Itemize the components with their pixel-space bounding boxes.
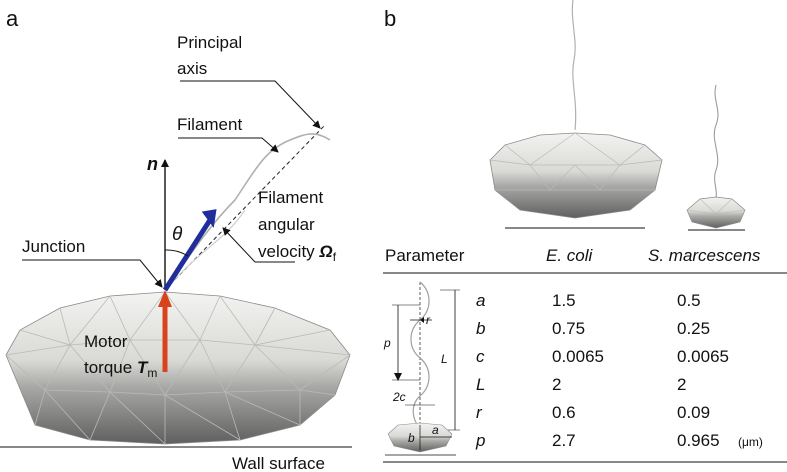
- schem-2c: 2c: [392, 390, 406, 404]
- table-row: p 2.7 0.965: [475, 431, 720, 450]
- junction-label: Junction: [22, 237, 85, 256]
- table-row: c 0.0065 0.0065: [476, 347, 729, 366]
- filament-leader: [178, 137, 279, 153]
- motor-torque-label-2: torque Tm: [84, 358, 157, 380]
- panel-a-letter: a: [6, 6, 19, 31]
- angvel-label-3: velocity Ωf: [258, 242, 337, 264]
- row-smarc: 0.965: [677, 431, 720, 450]
- panel-b-letter: b: [384, 6, 396, 31]
- row-smarc: 0.5: [677, 291, 701, 310]
- table-row: r 0.6 0.09: [476, 403, 710, 422]
- schem-b: b: [408, 431, 415, 445]
- principal-axis-leader: [180, 80, 321, 129]
- torque-arrow-head: [158, 290, 172, 307]
- velocity-arrow-shaft: [162, 218, 213, 292]
- ecoli-cell: [489, 0, 663, 219]
- schematic: r p L 2c b a: [383, 281, 460, 456]
- motor-torque-label-1: Motor: [84, 332, 128, 351]
- row-param: b: [476, 319, 485, 338]
- schem-p: p: [383, 336, 391, 350]
- row-ecoli: 0.0065: [552, 347, 604, 366]
- angvel-leader: [222, 227, 295, 263]
- velocity-arrow-head: [201, 209, 217, 228]
- angvel-label-2: angular: [258, 215, 315, 234]
- wall-surface-label: Wall surface: [232, 454, 325, 472]
- schem-r: r: [426, 313, 431, 327]
- smarc-cell: [686, 84, 746, 229]
- filament-label: Filament: [177, 115, 242, 134]
- junction-leader: [22, 259, 163, 288]
- table-row: L 2 2: [476, 375, 686, 394]
- row-ecoli: 0.75: [552, 319, 585, 338]
- schem-L: L: [441, 352, 448, 366]
- schem-a: a: [432, 423, 439, 437]
- unit-label: (μm): [738, 435, 763, 449]
- row-param: p: [475, 431, 485, 450]
- table-row: b 0.75 0.25: [476, 319, 710, 338]
- header-smarc: S. marcescens: [648, 246, 761, 265]
- row-smarc: 0.0065: [677, 347, 729, 366]
- angvel-label-1: Filament: [258, 188, 323, 207]
- row-ecoli: 2: [552, 375, 561, 394]
- row-param: L: [476, 375, 485, 394]
- theta-label: θ: [172, 224, 183, 245]
- row-param: c: [476, 347, 485, 366]
- principal-axis-label-1: Principal: [177, 33, 242, 52]
- row-param: r: [476, 403, 483, 422]
- theta-arc: [164, 249, 189, 257]
- principal-axis-label-2: axis: [177, 59, 207, 78]
- normal-n-label: n: [147, 154, 158, 174]
- row-smarc: 2: [677, 375, 686, 394]
- row-ecoli: 2.7: [552, 431, 576, 450]
- filament-ghost: [169, 209, 246, 286]
- header-ecoli: E. coli: [546, 246, 594, 265]
- filament-curve: [164, 133, 331, 291]
- table-row: a 1.5 0.5: [476, 291, 701, 310]
- row-ecoli: 1.5: [552, 291, 576, 310]
- cell-body-a: [5, 291, 351, 445]
- row-ecoli: 0.6: [552, 403, 576, 422]
- row-param: a: [476, 291, 485, 310]
- row-smarc: 0.25: [677, 319, 710, 338]
- row-smarc: 0.09: [677, 403, 710, 422]
- header-parameter: Parameter: [385, 246, 465, 265]
